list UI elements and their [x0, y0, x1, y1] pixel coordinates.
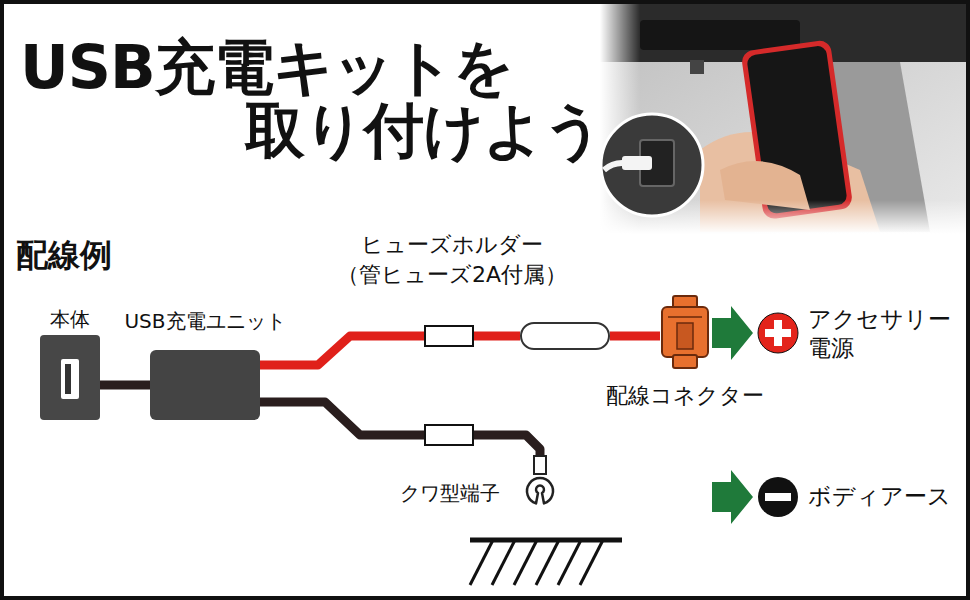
ground-hatch: [558, 540, 581, 585]
ground-hatch: [492, 540, 515, 585]
wire-sleeve: [425, 425, 473, 445]
ground-wire: [260, 402, 540, 455]
shape: [660, 295, 710, 370]
shape: [757, 476, 799, 518]
node-label: 本体: [50, 307, 90, 331]
power-wire: [260, 336, 520, 365]
node-label: アクセサリー 電源: [808, 305, 969, 363]
inset-circle: [601, 114, 703, 216]
wire-connector: 配線コネクター: [660, 295, 710, 370]
fuse-holder: ヒューズホルダー（管ヒューズ2A付属）: [520, 322, 610, 350]
inset: [601, 114, 703, 216]
photo-ground: [600, 4, 966, 234]
usb-port: [61, 359, 79, 399]
node-label: （管ヒューズ2A付属）: [337, 262, 567, 288]
minus-bar: [765, 493, 791, 501]
spade-terminal: クワ型端子: [520, 455, 560, 507]
node-label: クワ型端子: [400, 481, 500, 505]
ground-symbol: [470, 540, 622, 585]
tray: [640, 20, 800, 50]
usb-port-tongue: [65, 364, 71, 394]
usb-cable: [604, 163, 622, 170]
ground-hatch: [470, 540, 493, 585]
charging-unit: USB充電ユニット: [150, 350, 260, 420]
console-detail: [690, 60, 704, 74]
shape: [757, 312, 799, 354]
node-label: USB充電ユニット: [124, 309, 285, 333]
connector-tab: [673, 355, 697, 368]
photo: [600, 4, 966, 234]
green-arrow: [712, 470, 753, 524]
ground-hatch: [580, 540, 603, 585]
crimp-barrel: [534, 456, 546, 474]
node-label: 配線コネクター: [606, 383, 764, 409]
node-label: ボディアース: [808, 483, 951, 511]
minus-circle: [758, 477, 798, 517]
spade-fork: [527, 478, 553, 503]
wire-sleeve: [425, 326, 473, 346]
green-arrow: [712, 306, 753, 360]
node-label: ヒューズホルダー: [361, 232, 543, 258]
power-wire: [610, 332, 660, 341]
minus-terminal: ボディアース: [757, 476, 799, 518]
connector-ridge: [668, 316, 702, 318]
title: USB充電キットを 取り付けよう: [245, 36, 645, 162]
ground-hatch: [536, 540, 559, 585]
main-body: 本体: [40, 335, 100, 420]
connector-body: [662, 307, 708, 357]
section-label: 配線例: [16, 234, 112, 278]
connector-latch: [677, 323, 693, 349]
plus-circle: [758, 313, 798, 353]
ground-hatch: [514, 540, 537, 585]
plus-bar: [774, 320, 782, 346]
usb-plug: [622, 156, 652, 170]
shape: [520, 455, 560, 507]
plus-terminal: アクセサリー 電源: [757, 312, 799, 354]
ground-wire: [100, 381, 150, 390]
